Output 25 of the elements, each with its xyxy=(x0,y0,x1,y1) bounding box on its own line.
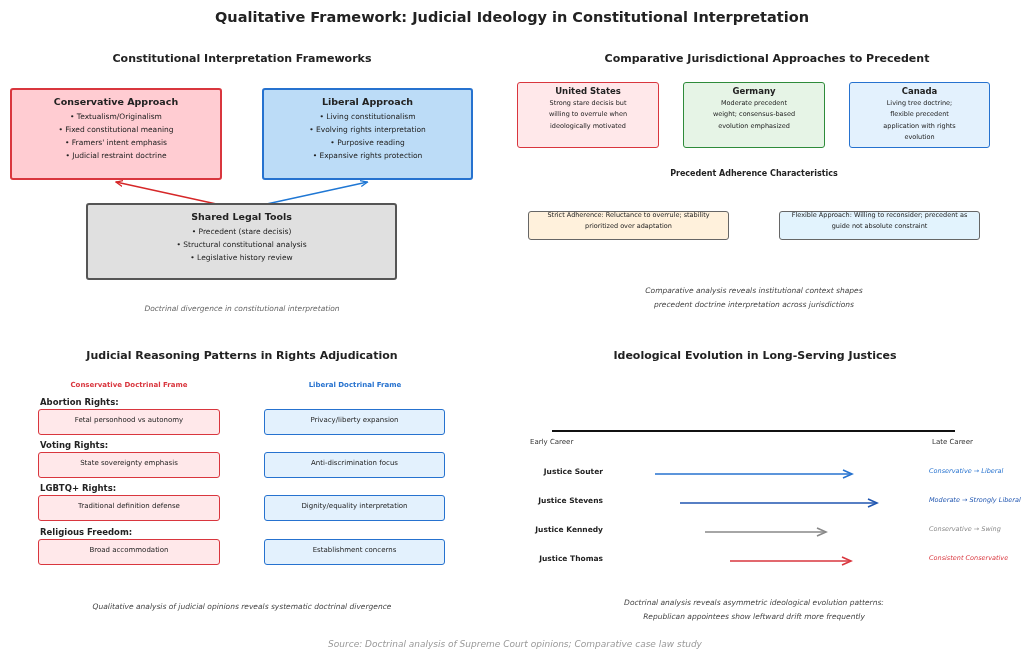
box-heading: United States xyxy=(554,86,622,96)
box-heading: Germany xyxy=(731,86,777,96)
jurisdiction-box xyxy=(517,82,659,148)
panel-title: Judicial Reasoning Patterns in Rights Adjudication xyxy=(86,349,398,363)
jurisdiction-box xyxy=(683,82,825,148)
jurisdiction-box xyxy=(849,82,990,148)
framework-box xyxy=(10,88,222,180)
category-heading: Voting Rights: xyxy=(40,440,109,450)
panel-title: Ideological Evolution in Long-Serving Justices xyxy=(613,349,897,363)
section-heading: Precedent Adherence Characteristics xyxy=(670,169,838,179)
framework-box xyxy=(86,203,397,280)
category-heading: Religious Freedom: xyxy=(40,527,133,537)
box-heading: Conservative Approach xyxy=(52,96,180,107)
category-heading: Abortion Rights: xyxy=(40,397,119,407)
characteristic-box xyxy=(528,211,729,240)
characteristic-box xyxy=(779,211,980,240)
panel-title: Constitutional Interpretation Frameworks xyxy=(112,52,372,66)
box-heading: Canada xyxy=(900,86,939,96)
panel-title: Comparative Jurisdictional Approaches to Precedent xyxy=(604,52,930,66)
box-heading: Shared Legal Tools xyxy=(190,211,293,222)
source-caption: Source: Doctrinal analysis of Supreme Court opinions; Comparative case law study xyxy=(327,639,703,649)
framework-box xyxy=(262,88,473,180)
box-heading: Liberal Approach xyxy=(320,96,415,107)
category-heading: LGBTQ+ Rights: xyxy=(40,483,117,493)
diagram-title: Qualitative Framework: Judicial Ideology in Constitutional Interpretation xyxy=(214,9,810,25)
